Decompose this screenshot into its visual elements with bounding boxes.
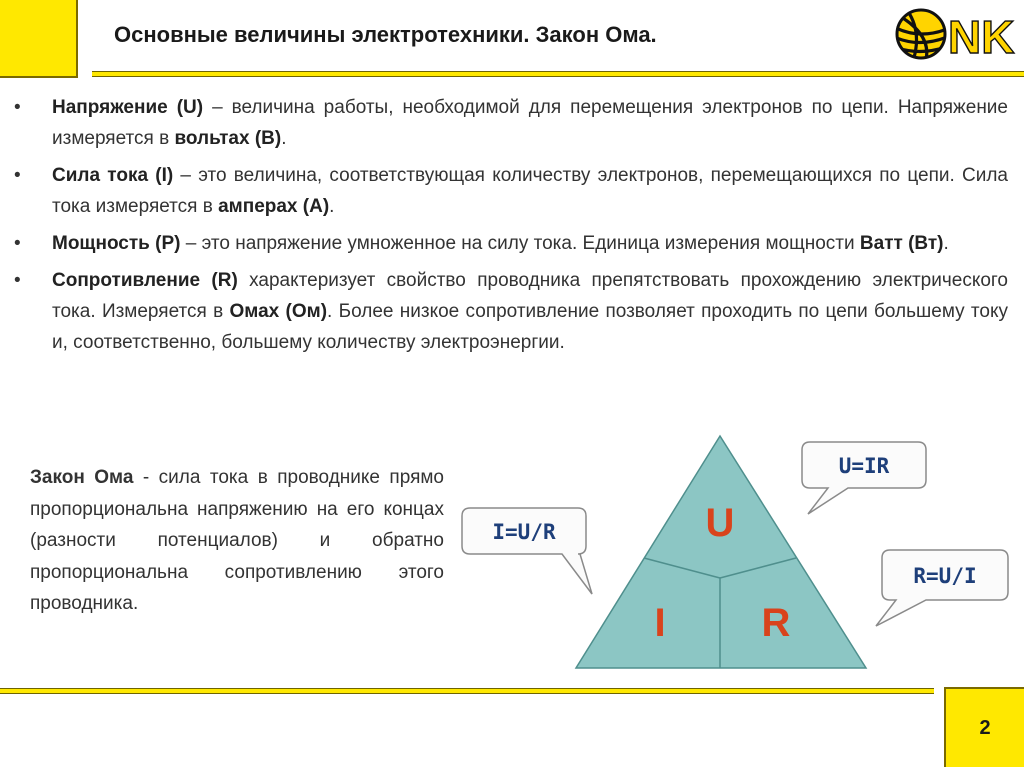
footer-divider	[0, 688, 934, 694]
triangle-letter-r: R	[762, 601, 791, 645]
header-divider	[92, 71, 1024, 77]
triangle-letter-u: U	[706, 501, 735, 545]
list-item-power: Мощность (Р) – это напряжение умноженное…	[14, 228, 1008, 259]
list-item-resistance: Сопротивление (R) характеризует свойство…	[14, 265, 1008, 358]
unit-resistance: Омах (Ом)	[229, 301, 328, 322]
list-item-current: Сила тока (I) – это величина, соответств…	[14, 160, 1008, 222]
list-item-voltage: Напряжение (U) – величина работы, необхо…	[14, 92, 1008, 154]
term-current: Сила тока (I)	[52, 165, 174, 186]
speech-bubble-voltage	[801, 441, 927, 515]
logo-text: NK	[948, 11, 1014, 62]
page-number: 2	[979, 717, 991, 739]
term-power: Мощность (Р)	[52, 233, 181, 254]
speech-bubble-current	[461, 507, 593, 595]
unit-current: амперах (А)	[218, 196, 330, 217]
speech-bubble-resistance	[875, 549, 1009, 627]
triangle-divider	[719, 557, 797, 579]
unit-voltage: вольтах (В)	[174, 128, 282, 149]
slide-title: Основные величины электротехники. Закон …	[114, 22, 657, 47]
page-number-box: 2	[944, 687, 1024, 767]
formula-current: I=U/R	[492, 520, 556, 544]
formula-resistance: R=U/I	[913, 564, 976, 588]
term-resistance: Сопротивление (R)	[52, 270, 238, 291]
ohms-law-term: Закон Ома	[30, 467, 134, 488]
definitions-list: Напряжение (U) – величина работы, необхо…	[14, 92, 1008, 364]
triangle-letter-i: I	[654, 601, 665, 645]
formula-voltage: U=IR	[839, 454, 890, 478]
ohms-law-text: Закон Ома - сила тока в проводнике прямо…	[30, 467, 444, 614]
logo: NK	[895, 8, 1015, 62]
ohms-law-triangle-diagram: U I R U=IR I=U/R R=U/I	[461, 434, 1009, 669]
ohms-triangle	[574, 434, 868, 669]
triangle-divider	[643, 557, 721, 579]
corner-decoration-top	[0, 0, 78, 78]
term-voltage: Напряжение (U)	[52, 97, 204, 118]
unit-power: Ватт (Вт)	[859, 233, 944, 254]
